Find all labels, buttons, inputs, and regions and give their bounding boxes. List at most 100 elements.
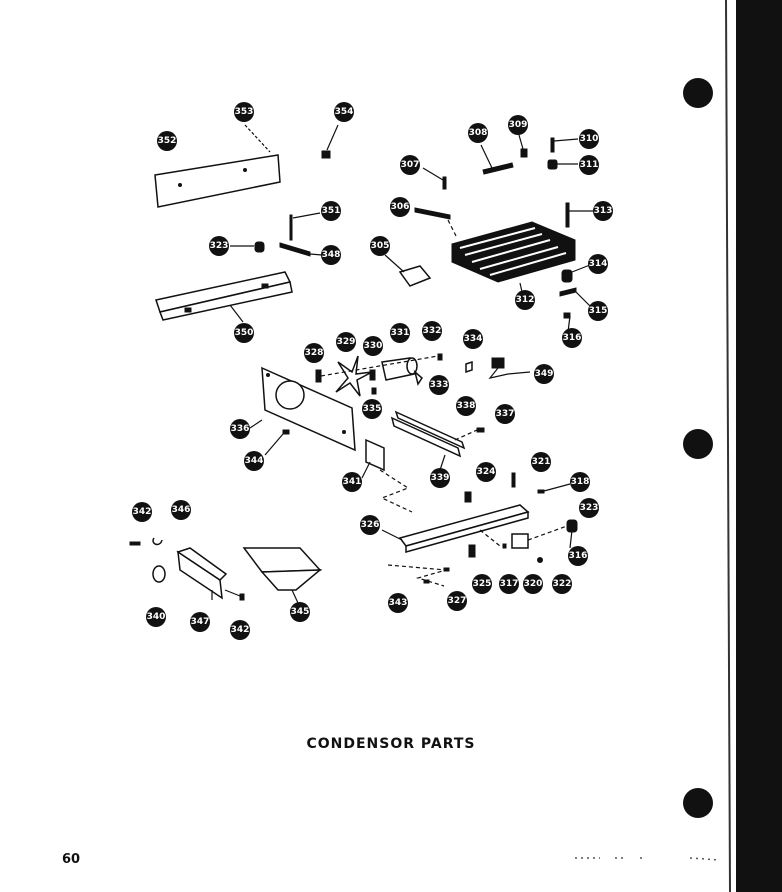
diagram-caption: CONDENSOR PARTS bbox=[306, 736, 476, 752]
svg-text:332: 332 bbox=[423, 326, 442, 336]
callout-327: 327 bbox=[447, 591, 467, 611]
part-320-relay bbox=[511, 533, 529, 549]
part-345-drain-pan bbox=[242, 547, 323, 604]
svg-text:341: 341 bbox=[343, 477, 362, 487]
part-339-rail bbox=[390, 416, 462, 471]
page-number: 60 bbox=[62, 852, 81, 867]
svg-text:338: 338 bbox=[457, 401, 476, 411]
callout-311: 311 bbox=[579, 155, 599, 175]
part-305-bracket bbox=[384, 254, 432, 287]
svg-text:309: 309 bbox=[509, 120, 528, 130]
svg-text:335: 335 bbox=[363, 404, 382, 414]
svg-text:311: 311 bbox=[580, 160, 599, 170]
part-325-bolt bbox=[468, 544, 476, 558]
part-348-fastener bbox=[279, 242, 323, 257]
callout-314: 314 bbox=[588, 254, 608, 274]
callout-348: 348 bbox=[321, 245, 341, 265]
svg-text:342: 342 bbox=[231, 625, 250, 635]
svg-text:308: 308 bbox=[469, 128, 488, 138]
svg-text:324: 324 bbox=[477, 467, 496, 477]
part-344-screw bbox=[264, 429, 290, 456]
punch-hole-middle bbox=[683, 429, 713, 459]
svg-text:351: 351 bbox=[322, 206, 341, 216]
callout-305: 305 bbox=[370, 236, 390, 256]
callout-328: 328 bbox=[304, 343, 324, 363]
svg-text:333: 333 bbox=[430, 380, 449, 390]
svg-text:306: 306 bbox=[391, 202, 410, 212]
part-326-rail bbox=[381, 504, 530, 553]
svg-text:321: 321 bbox=[532, 457, 551, 467]
punch-hole-bottom bbox=[683, 788, 713, 818]
svg-text:336: 336 bbox=[231, 424, 250, 434]
part-350-channel bbox=[155, 271, 293, 323]
callout-334: 334 bbox=[463, 329, 483, 349]
callout-316-top: 316 bbox=[562, 328, 582, 348]
callout-336: 336 bbox=[230, 419, 250, 439]
svg-text:329: 329 bbox=[337, 337, 356, 347]
callout-331: 331 bbox=[390, 323, 410, 343]
svg-text:312: 312 bbox=[516, 295, 535, 305]
callout-312: 312 bbox=[515, 290, 535, 310]
svg-text:328: 328 bbox=[305, 348, 324, 358]
svg-text:327: 327 bbox=[448, 596, 467, 606]
callout-321: 321 bbox=[531, 452, 551, 472]
callout-322: 322 bbox=[552, 574, 572, 594]
callout-340: 340 bbox=[146, 607, 166, 627]
part-335-screw bbox=[371, 387, 377, 395]
part-351-screw bbox=[289, 212, 321, 241]
callout-315: 315 bbox=[588, 301, 608, 321]
callout-329: 329 bbox=[336, 332, 356, 352]
part-340-plug bbox=[152, 565, 166, 583]
svg-text:353: 353 bbox=[235, 107, 254, 117]
callout-350: 350 bbox=[234, 323, 254, 343]
part-352-bracket bbox=[154, 124, 281, 208]
svg-text:323: 323 bbox=[580, 503, 599, 513]
part-310-bolt bbox=[550, 137, 579, 153]
svg-text:350: 350 bbox=[235, 328, 254, 338]
callout-339: 339 bbox=[430, 468, 450, 488]
callout-324: 324 bbox=[476, 462, 496, 482]
part-313-screw bbox=[565, 202, 596, 228]
callout-354: 354 bbox=[334, 102, 354, 122]
callout-323-bottom: 323 bbox=[579, 498, 599, 518]
part-338-rail bbox=[394, 410, 466, 450]
callout-307: 307 bbox=[400, 155, 420, 175]
part-342-screw bbox=[129, 541, 141, 546]
callout-320: 320 bbox=[523, 574, 543, 594]
callout-344: 344 bbox=[244, 451, 264, 471]
svg-text:320: 320 bbox=[524, 579, 543, 589]
callout-342-right: 342 bbox=[230, 620, 250, 640]
part-347-bracket bbox=[176, 547, 228, 600]
svg-text:310: 310 bbox=[580, 134, 599, 144]
part-312-condenser-coil bbox=[451, 221, 576, 293]
svg-text:315: 315 bbox=[589, 306, 608, 316]
callout-330: 330 bbox=[363, 336, 383, 356]
part-342-screw-b bbox=[224, 589, 245, 601]
svg-text:352: 352 bbox=[158, 136, 177, 146]
part-330-clip bbox=[369, 369, 376, 381]
callout-349: 349 bbox=[534, 364, 554, 384]
callout-353: 353 bbox=[234, 102, 254, 122]
part-343-screw bbox=[423, 579, 430, 584]
svg-text:322: 322 bbox=[553, 579, 572, 589]
svg-text:331: 331 bbox=[391, 328, 410, 338]
callout-351: 351 bbox=[321, 201, 341, 221]
svg-text:316: 316 bbox=[569, 551, 588, 561]
part-317-screw bbox=[502, 543, 507, 549]
callout-335: 335 bbox=[362, 399, 382, 419]
svg-text:325: 325 bbox=[473, 579, 492, 589]
part-341-bracket bbox=[361, 438, 385, 479]
callout-325: 325 bbox=[472, 574, 492, 594]
svg-text:340: 340 bbox=[147, 612, 166, 622]
callout-337: 337 bbox=[495, 404, 515, 424]
svg-text:343: 343 bbox=[389, 598, 408, 608]
part-314-grommet bbox=[561, 264, 591, 283]
callout-318: 318 bbox=[570, 472, 590, 492]
callout-343: 343 bbox=[388, 593, 408, 613]
part-337-screw bbox=[476, 427, 485, 433]
punch-hole-top bbox=[683, 78, 713, 108]
callout-347: 347 bbox=[190, 612, 210, 632]
part-307-screw bbox=[422, 167, 447, 190]
svg-text:314: 314 bbox=[589, 259, 608, 269]
